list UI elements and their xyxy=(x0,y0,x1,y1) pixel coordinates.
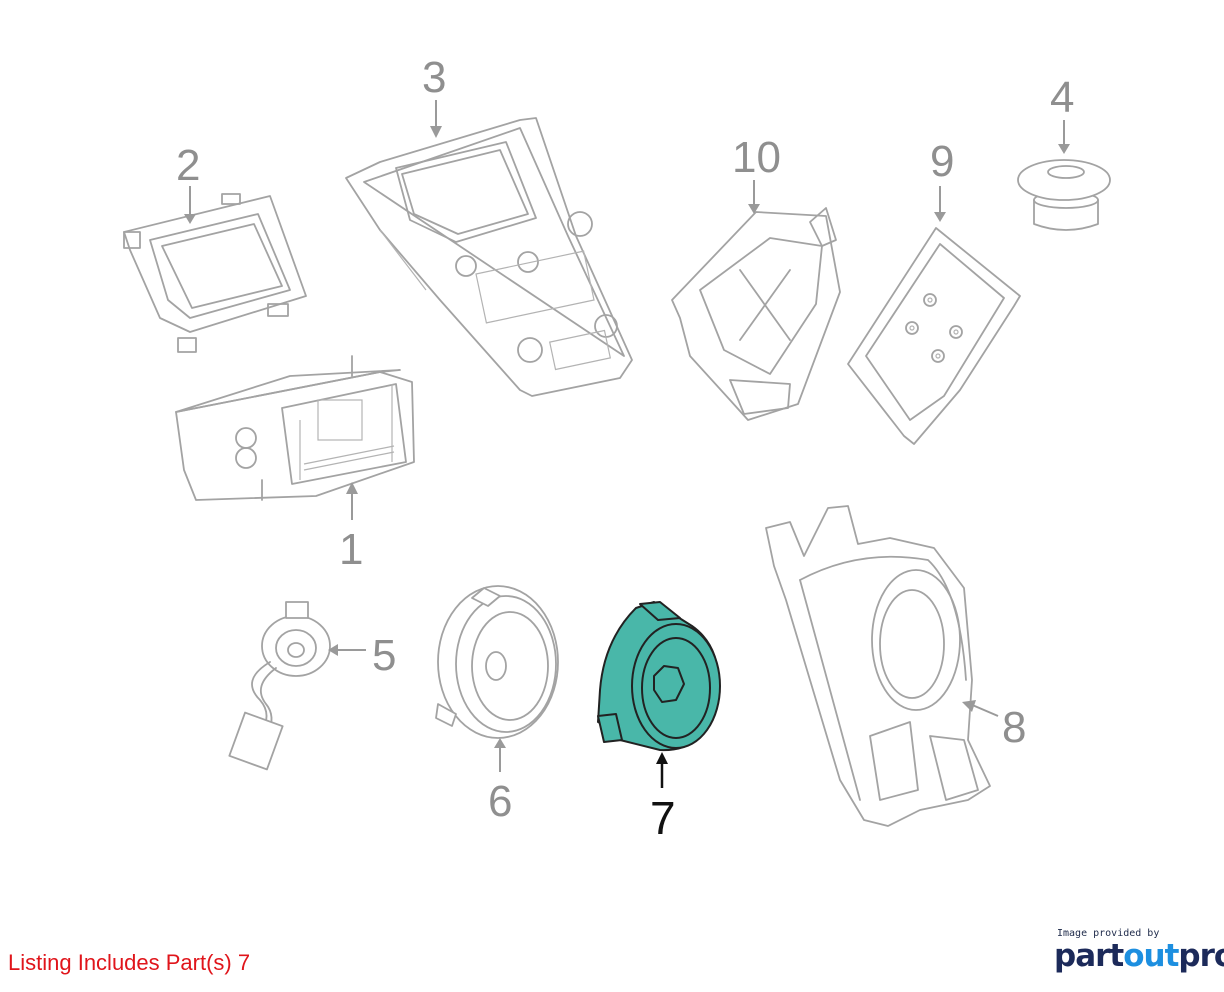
callout-6: 6 xyxy=(488,777,512,826)
part-10-control-module[interactable] xyxy=(671,207,841,421)
callout-10: 10 xyxy=(732,133,781,182)
part-6-door-speaker[interactable] xyxy=(435,585,559,739)
callout-3: 3 xyxy=(422,53,446,102)
part-4-tweeter[interactable] xyxy=(1017,159,1111,231)
part-8-subwoofer-enclosure[interactable] xyxy=(765,505,991,827)
credit-caption: Image provided by xyxy=(1057,928,1160,939)
callout-1: 1 xyxy=(339,525,363,574)
part-7-speaker-highlighted[interactable] xyxy=(597,601,721,752)
partoutpro-credit: Image provided by partoutpro xyxy=(1054,928,1224,974)
partoutpro-logo: partoutpro xyxy=(1054,938,1224,974)
callout-2: 2 xyxy=(176,141,200,190)
part-9-amplifier[interactable] xyxy=(847,227,1021,445)
part-1-radio-unit[interactable] xyxy=(175,355,415,501)
callout-5: 5 xyxy=(372,631,396,680)
part-5-sensor-harness[interactable] xyxy=(228,601,331,771)
callout-9: 9 xyxy=(930,137,954,186)
listing-note: Listing Includes Part(s) 7 xyxy=(8,950,251,975)
part-3-center-bezel[interactable] xyxy=(345,117,633,397)
part-2-display[interactable] xyxy=(123,193,307,353)
callout-8: 8 xyxy=(1002,703,1026,752)
callout-7: 7 xyxy=(650,792,676,844)
callout-4: 4 xyxy=(1050,73,1074,122)
